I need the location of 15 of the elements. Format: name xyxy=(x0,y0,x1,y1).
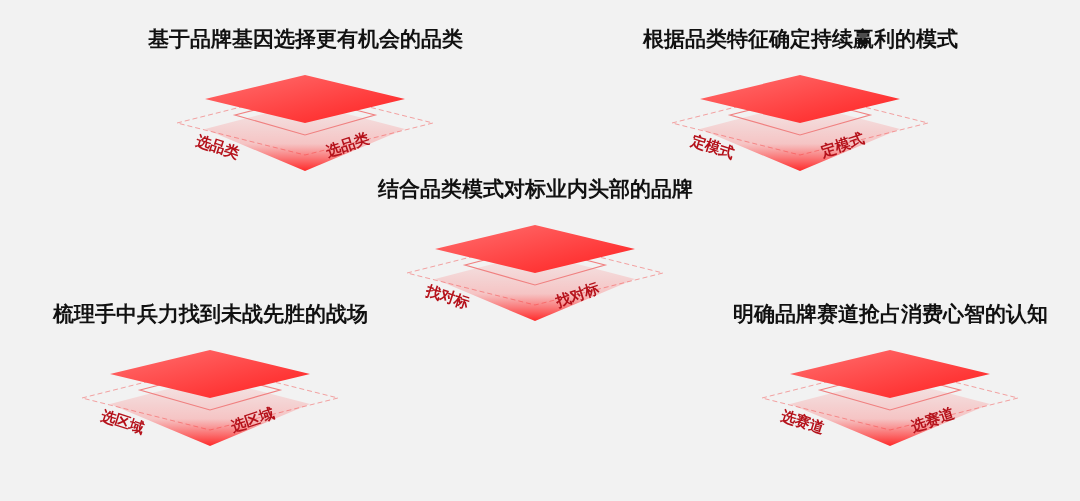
heading: 基于品牌基因选择更有机会的品类 xyxy=(147,26,463,53)
face-label: 找对标 xyxy=(423,281,472,313)
heading: 梳理手中兵力找到未战先胜的战场 xyxy=(52,301,368,328)
face-label: 选品类 xyxy=(323,129,372,161)
face-label: 选赛道 xyxy=(908,404,957,436)
heading: 结合品类模式对标业内头部的品牌 xyxy=(377,176,693,203)
face-label: 找对标 xyxy=(553,279,602,311)
heading: 根据品类特征确定持续赢利的模式 xyxy=(642,26,958,53)
face-label: 定模式 xyxy=(688,131,737,163)
face-label: 选品类 xyxy=(193,131,242,163)
heading: 明确品牌赛道抢占消费心智的认知 xyxy=(732,301,1048,328)
face-label: 选赛道 xyxy=(778,406,827,438)
face-label: 选区域 xyxy=(228,404,277,436)
face-label: 选区域 xyxy=(98,406,147,438)
face-label: 定模式 xyxy=(818,129,867,161)
